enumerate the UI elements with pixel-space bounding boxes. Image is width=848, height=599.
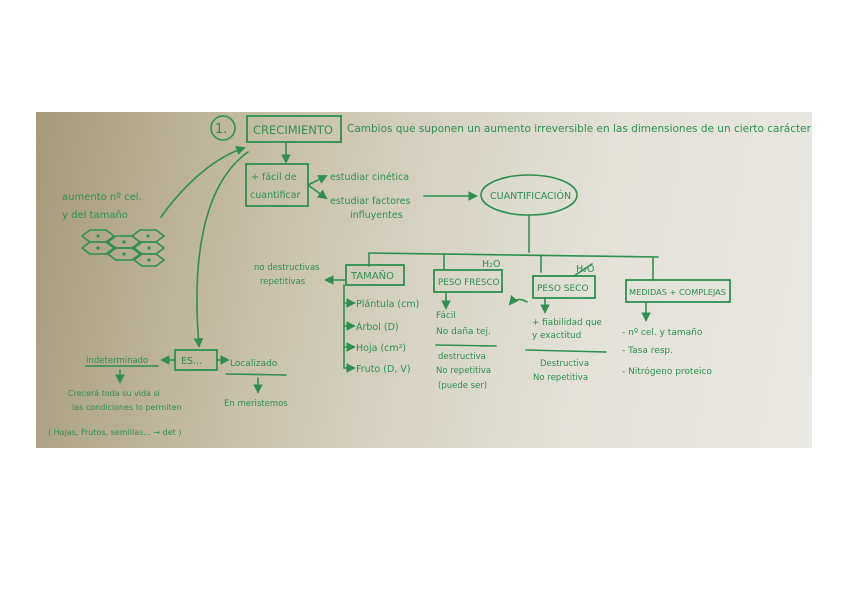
size-item: Árbol (D) xyxy=(356,321,399,333)
svg-text:TAMAÑO: TAMAÑO xyxy=(350,269,394,282)
branch-factors: estudiar factores xyxy=(330,196,410,207)
fresh-pro: Fácil xyxy=(436,311,456,321)
left-note-line1: aumento nº cel. xyxy=(62,192,142,203)
compare-arrow xyxy=(508,295,528,306)
fresh-con: destructiva xyxy=(438,352,486,362)
branch-kinetics: estudiar cinética xyxy=(330,172,409,183)
concept-map: 1. CRECIMIENTO Cambios que suponen un au… xyxy=(48,115,812,437)
svg-text:MEDIDAS + COMPLEJAS: MEDIDAS + COMPLEJAS xyxy=(629,287,726,297)
fresh-weight-tag: H₂O xyxy=(482,259,500,270)
curved-arrow-up xyxy=(160,145,246,218)
category-complex-measures: MEDIDAS + COMPLEJAS xyxy=(625,279,731,303)
complex-item: - nº cel. y tamaño xyxy=(622,328,703,338)
dry-pro: y exactitud xyxy=(532,331,581,341)
complex-item: - Tasa resp. xyxy=(622,346,673,356)
branch-factors-2: influyentes xyxy=(350,210,403,221)
footnote: ( Hojas, Frutos, semillas... → det ) xyxy=(48,428,181,437)
svg-text:cuantificar: cuantificar xyxy=(250,190,300,201)
fresh-con: No repetitiva xyxy=(436,366,491,376)
es-box: ES... xyxy=(174,349,218,371)
easy-to-quantify-box: + fácil de cuantificar xyxy=(245,163,309,207)
definition-text: Cambios que suponen un aumento irreversi… xyxy=(347,123,812,135)
localized-label: Localizado xyxy=(230,359,278,369)
complex-item: - Nitrógeno proteico xyxy=(622,366,712,377)
size-item: Fruto (D, V) xyxy=(356,364,411,375)
svg-text:PESO FRESCO: PESO FRESCO xyxy=(438,278,500,288)
fresh-con: (puede ser) xyxy=(438,381,487,391)
svg-text:CRECIMIENTO: CRECIMIENTO xyxy=(253,123,333,137)
svg-text:PESO SECO: PESO SECO xyxy=(537,284,589,294)
size-note-1: no destructivas xyxy=(254,263,320,273)
indeterminate-label: Indeterminado xyxy=(86,356,148,366)
dry-pro: + fiabilidad que xyxy=(532,318,602,328)
cell-cluster-icon xyxy=(81,229,165,267)
notebook-photo: 1. CRECIMIENTO Cambios que suponen un au… xyxy=(36,112,812,448)
section-number: 1. xyxy=(210,115,236,141)
category-fresh-weight: PESO FRESCO xyxy=(433,269,503,293)
fresh-pro: No daña tej. xyxy=(436,327,491,337)
size-item: Hoja (cm²) xyxy=(356,343,406,354)
indeterminate-desc: las condiciones lo permiten xyxy=(72,403,182,412)
left-note-line2: y del tamaño xyxy=(62,210,128,221)
svg-text:1.: 1. xyxy=(215,122,227,137)
localized-desc: En meristemos xyxy=(224,399,288,409)
category-dry-weight: PESO SECO xyxy=(532,275,596,299)
svg-text:ES...: ES... xyxy=(181,356,202,367)
dry-con: No repetitiva xyxy=(533,373,588,383)
title-box: CRECIMIENTO xyxy=(246,115,342,143)
size-item: Plántula (cm) xyxy=(356,299,419,310)
size-note-2: repetitivas xyxy=(260,277,306,287)
curved-arrow-down xyxy=(193,151,249,348)
svg-text:+ fácil de: + fácil de xyxy=(251,172,297,183)
dry-con: Destructiva xyxy=(540,359,589,369)
svg-text:CUANTIFICACIÓN: CUANTIFICACIÓN xyxy=(490,190,571,202)
category-size: TAMAÑO xyxy=(345,264,405,286)
dry-weight-tag: H₂O xyxy=(576,264,594,275)
indeterminate-desc: Crecerá toda su vida si xyxy=(68,389,160,398)
quantification-ellipse: CUANTIFICACIÓN xyxy=(480,174,578,216)
strike-mark xyxy=(573,263,593,277)
